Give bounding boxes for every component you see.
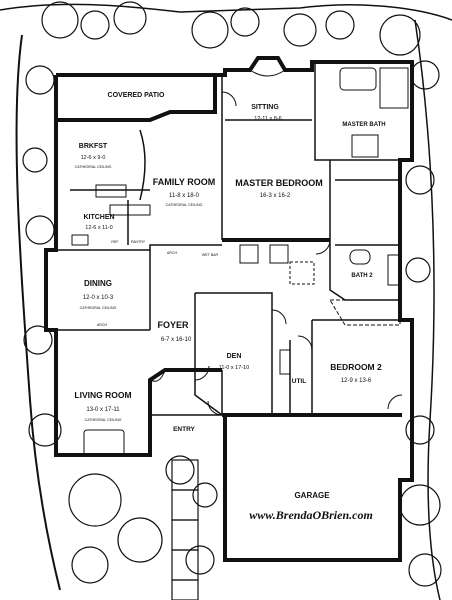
den-dims: 11-0 x 17-10 xyxy=(219,365,249,371)
den-name: DEN xyxy=(227,353,242,360)
watermark: www.BrendaOBrien.com xyxy=(249,508,373,522)
arch-label-1: ARCH xyxy=(167,251,178,255)
foyer-name: FOYER xyxy=(157,320,189,330)
family-room-name: FAMILY ROOM xyxy=(153,177,216,187)
dining-dims: 12-0 x 10-3 xyxy=(83,295,114,301)
family-room-dims: 11-8 x 18-0 xyxy=(169,193,200,199)
entry-name: ENTRY xyxy=(173,426,195,433)
ref-label: REF xyxy=(111,240,119,244)
bath2-name: BATH 2 xyxy=(351,273,373,279)
fixtures xyxy=(71,67,409,456)
kitchen-dims: 12-6 x 11-0 xyxy=(85,225,112,231)
doors xyxy=(194,91,403,416)
wet-bar-label: WET BAR xyxy=(202,253,219,257)
brkfst-name: BRKFST xyxy=(79,143,108,150)
master-bedroom-dims: 16-3 x 16-2 xyxy=(260,193,291,199)
garage-name: GARAGE xyxy=(294,491,330,500)
family-room-note: CATHEDRAL CEILING xyxy=(166,203,203,207)
bedroom2-dims: 12-9 x 13-6 xyxy=(341,378,372,384)
util-name: UTIL xyxy=(292,378,306,385)
living-room-note: CATHEDRAL CEILING xyxy=(85,418,122,422)
living-room-dims: 13-0 x 17-11 xyxy=(86,407,120,413)
brkfst-dims: 12-6 x 9-0 xyxy=(81,155,106,161)
master-bath-name: MASTER BATH xyxy=(342,122,385,128)
dining-note: CATHEDRAL CEILING xyxy=(80,306,117,310)
arch-label-2: ARCH xyxy=(97,323,108,327)
dining-name: DINING xyxy=(84,279,112,288)
brkfst-note: CATHEDRAL CEILING xyxy=(75,165,112,169)
room-labels: COVERED PATIO BRKFST 12-6 x 9-0 CATHEDRA… xyxy=(74,92,385,500)
bedroom2-name: BEDROOM 2 xyxy=(330,362,382,372)
sitting-dims: 12-11 x 8-6 xyxy=(254,116,281,122)
master-bedroom-name: MASTER BEDROOM xyxy=(235,178,323,188)
covered-patio-name: COVERED PATIO xyxy=(108,92,165,99)
pantry-label: PANTRY xyxy=(131,240,146,244)
foyer-dims: 6-7 x 16-10 xyxy=(161,337,192,343)
front-walkway xyxy=(171,459,199,600)
living-room-name: LIVING ROOM xyxy=(74,390,131,400)
sitting-name: SITTING xyxy=(251,104,279,111)
kitchen-name: KITCHEN xyxy=(83,214,114,221)
